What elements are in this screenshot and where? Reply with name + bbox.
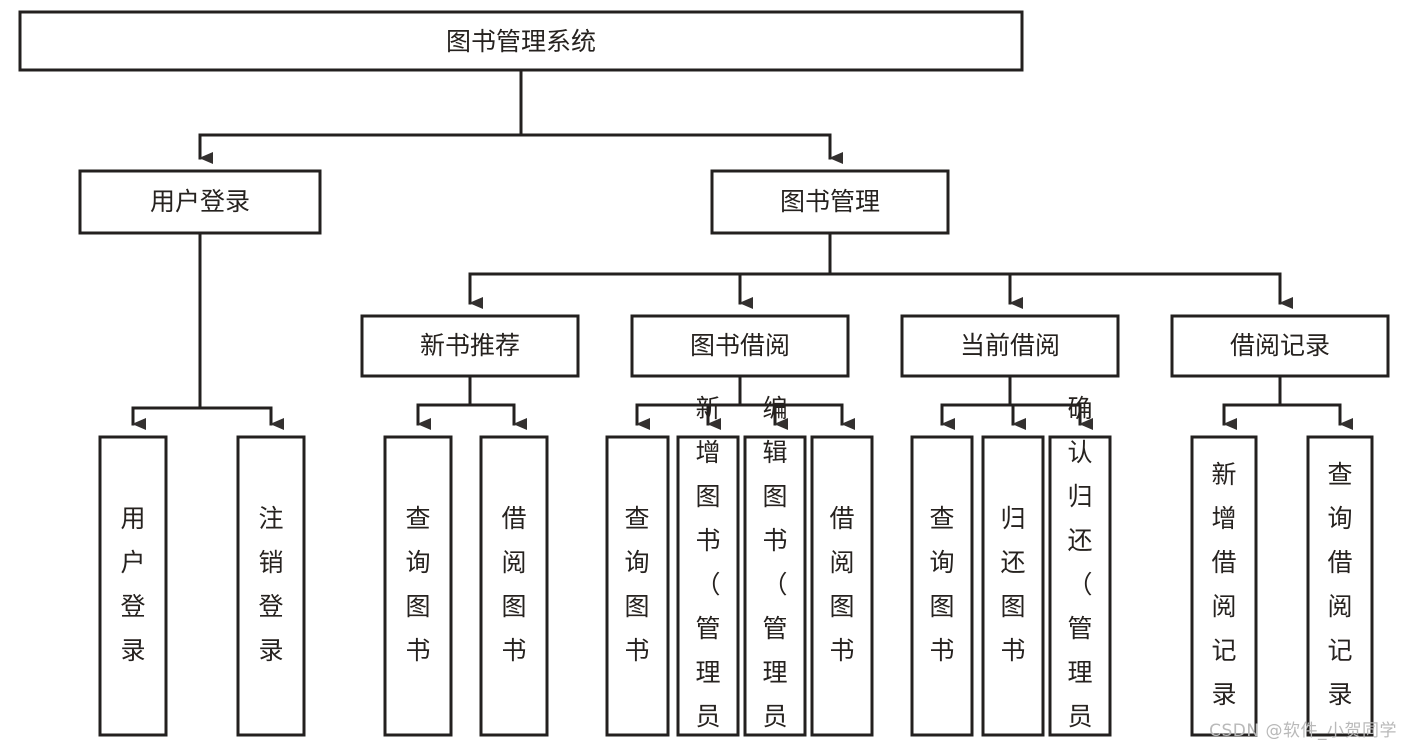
node-leaf-borrow-book-2[interactable]: 借阅图书: [810, 435, 874, 737]
node-leaf-add-book-box[interactable]: [676, 435, 740, 737]
node-leaf-add-book-label: 新增图书（管理员）: [695, 394, 720, 747]
node-leaf-user-login-box[interactable]: [98, 435, 168, 737]
node-root-label: 图书管理系统: [446, 27, 596, 56]
node-leaf-logout-label: 注销登录: [258, 504, 283, 665]
node-leaf-query-record-label: 查询借阅记录: [1327, 460, 1352, 709]
node-new-book-recommend-box[interactable]: [360, 314, 580, 378]
node-leaf-user-login-label: 用户登录: [120, 504, 145, 665]
node-leaf-return-book-box[interactable]: [981, 435, 1045, 737]
node-leaf-add-record-box[interactable]: [1190, 435, 1258, 737]
node-leaf-borrow-book-2-label: 借阅图书: [829, 504, 854, 665]
node-book-borrow-box[interactable]: [630, 314, 850, 378]
node-new-book-recommend-label: 新书推荐: [420, 331, 520, 360]
node-leaf-return-book-label: 归还图书: [1000, 504, 1025, 665]
node-leaf-query-book-3-label: 查询图书: [929, 504, 954, 665]
node-leaf-confirm-return-box[interactable]: [1048, 435, 1112, 737]
node-leaf-query-book-1-box[interactable]: [383, 435, 453, 737]
node-leaf-add-record[interactable]: 新增借阅记录: [1190, 435, 1258, 737]
connectors: [131, 68, 1353, 430]
node-leaf-add-record-label: 新增借阅记录: [1211, 460, 1236, 709]
node-leaf-edit-book-box[interactable]: [743, 435, 807, 737]
node-leaf-query-book-2-label: 查询图书: [624, 504, 649, 665]
node-leaf-confirm-return[interactable]: 确认归还（管理员）: [1048, 394, 1112, 747]
node-leaf-borrow-book-2-box[interactable]: [810, 435, 874, 737]
node-leaf-borrow-book-1-box[interactable]: [479, 435, 549, 737]
node-borrow-record[interactable]: 借阅记录: [1170, 314, 1390, 378]
node-book-borrow[interactable]: 图书借阅: [630, 314, 850, 378]
node-book-manage[interactable]: 图书管理: [710, 169, 950, 235]
node-leaf-query-record[interactable]: 查询借阅记录: [1306, 435, 1374, 737]
node-book-manage-label: 图书管理: [780, 187, 880, 216]
node-current-borrow-box[interactable]: [900, 314, 1120, 378]
node-leaf-borrow-book-1[interactable]: 借阅图书: [479, 435, 549, 737]
node-leaf-query-book-2-box[interactable]: [605, 435, 670, 737]
node-user-login[interactable]: 用户登录: [78, 169, 322, 235]
node-leaf-query-book-3-box[interactable]: [910, 435, 974, 737]
node-leaf-query-record-box[interactable]: [1306, 435, 1374, 737]
node-borrow-record-box[interactable]: [1170, 314, 1390, 378]
node-leaf-query-book-2[interactable]: 查询图书: [605, 435, 670, 737]
node-root-box[interactable]: [18, 10, 1024, 72]
node-leaf-query-book-1-label: 查询图书: [405, 504, 430, 665]
node-new-book-recommend[interactable]: 新书推荐: [360, 314, 580, 378]
node-root[interactable]: 图书管理系统: [18, 10, 1024, 72]
node-leaf-return-book[interactable]: 归还图书: [981, 435, 1045, 737]
node-leaf-confirm-return-label: 确认归还（管理员）: [1067, 394, 1092, 747]
node-leaf-add-book[interactable]: 新增图书（管理员）: [676, 394, 740, 747]
node-user-login-box[interactable]: [78, 169, 322, 235]
node-book-manage-box[interactable]: [710, 169, 950, 235]
node-leaf-query-book-3[interactable]: 查询图书: [910, 435, 974, 737]
node-leaf-edit-book-label: 编辑图书（管理员）: [762, 394, 787, 747]
node-leaf-logout[interactable]: 注销登录: [236, 435, 306, 737]
node-current-borrow-label: 当前借阅: [960, 331, 1060, 360]
node-current-borrow[interactable]: 当前借阅: [900, 314, 1120, 378]
node-user-login-label: 用户登录: [150, 187, 250, 216]
node-book-borrow-label: 图书借阅: [690, 331, 790, 360]
node-leaf-query-book-1[interactable]: 查询图书: [383, 435, 453, 737]
node-borrow-record-label: 借阅记录: [1230, 331, 1330, 360]
node-leaf-borrow-book-1-label: 借阅图书: [501, 504, 526, 665]
node-leaf-edit-book[interactable]: 编辑图书（管理员）: [743, 394, 807, 747]
node-leaf-user-login[interactable]: 用户登录: [98, 435, 168, 737]
node-leaf-logout-box[interactable]: [236, 435, 306, 737]
